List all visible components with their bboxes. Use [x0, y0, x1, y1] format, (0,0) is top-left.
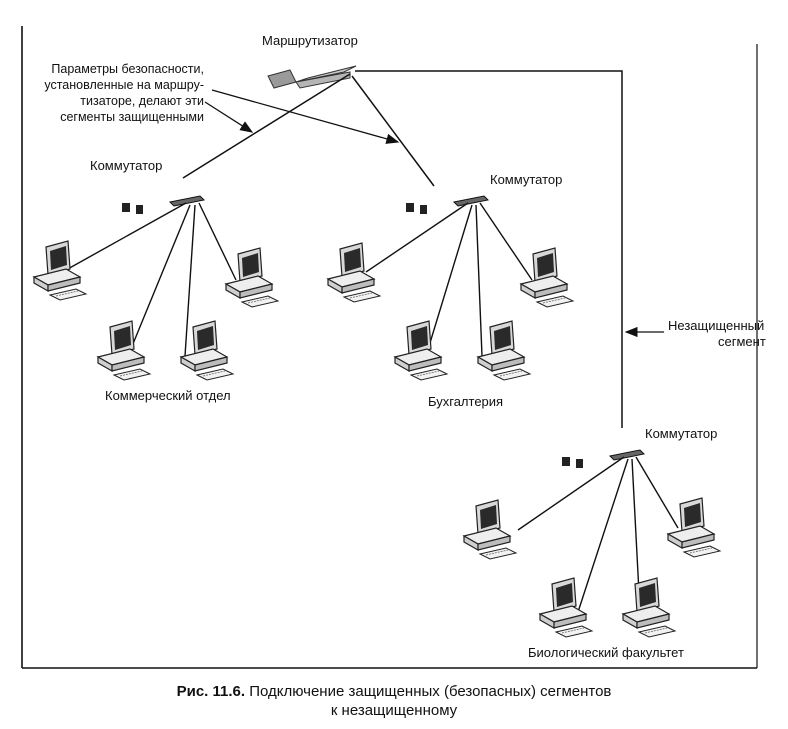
segment-commercial	[33, 195, 279, 381]
svg-text:Параметры безопасности,: Параметры безопасности,	[51, 62, 204, 76]
computer-icon	[539, 577, 593, 638]
computer-icon	[180, 320, 234, 381]
router-label: Маршрутизатор	[262, 33, 358, 48]
security-note: Параметры безопасности, установленные на…	[44, 62, 204, 124]
computer-icon	[33, 240, 87, 301]
figure-number: Рис. 11.6.	[176, 683, 246, 700]
segment-label-commercial: Коммерческий отдел	[105, 388, 231, 403]
computer-icon	[97, 320, 151, 381]
computer-icon	[225, 247, 279, 308]
computer-icon	[622, 577, 676, 638]
computer-icon	[463, 499, 517, 560]
network-frame	[21, 26, 758, 669]
figure-caption: Рис. 11.6. Подключение защищенных (безоп…	[0, 682, 788, 720]
unprotected-segment-label: Незащищенный сегмент	[668, 318, 766, 349]
svg-text:сегмент: сегмент	[718, 334, 766, 349]
computer-icon	[667, 497, 721, 558]
security-arrows	[204, 89, 400, 144]
svg-text:сегменты защищенными: сегменты защищенными	[60, 110, 204, 124]
switch-label-2: Коммутатор	[490, 172, 562, 187]
segment-label-accounting: Бухгалтерия	[428, 394, 503, 409]
switch-label-3: Коммутатор	[645, 426, 717, 441]
computer-icon	[520, 247, 574, 308]
switch-label-1: Коммутатор	[90, 158, 162, 173]
segment-biology	[463, 449, 721, 638]
computer-icon	[477, 320, 531, 381]
svg-text:тизаторе, делают эти: тизаторе, делают эти	[80, 94, 204, 108]
router-device	[267, 65, 357, 89]
svg-text:Незащищенный: Незащищенный	[668, 318, 764, 333]
segment-label-biology: Биологический факультет	[528, 645, 684, 660]
computer-icon	[394, 320, 448, 381]
caption-line-1: Подключение защищенных (безопасных) сегм…	[245, 683, 612, 700]
computer-icon	[327, 242, 381, 303]
svg-text:установленные на маршру-: установленные на маршру-	[44, 78, 204, 92]
switch-device-1	[121, 195, 205, 215]
caption-line-2: к незащищенному	[330, 702, 458, 719]
router-links	[182, 70, 623, 428]
segment-accounting	[327, 195, 574, 381]
